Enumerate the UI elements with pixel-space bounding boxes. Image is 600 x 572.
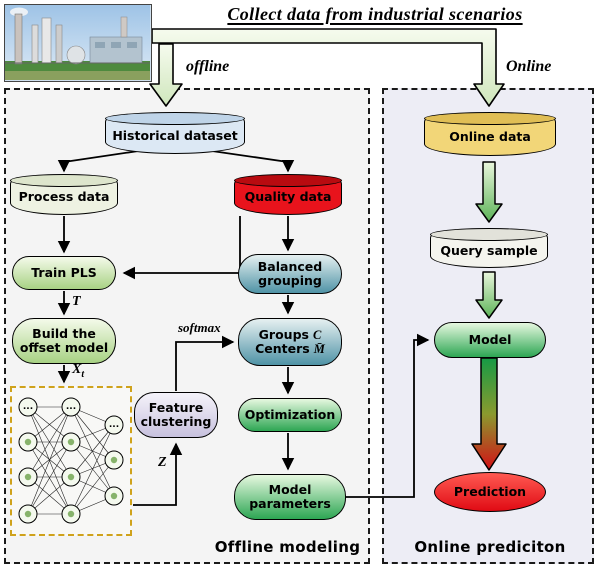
process-data-cylinder: Process data — [10, 174, 118, 215]
cylinder-top — [105, 112, 245, 125]
neural-network-box: ... ... ... — [10, 386, 132, 536]
groups-label: Groups — [258, 326, 309, 342]
model-parameters-node: Model parameters — [234, 474, 346, 520]
label-X-subscript: t — [81, 368, 85, 380]
figure-title: Collect data from industrial scenarios — [227, 4, 523, 24]
groups-symbol: C — [312, 327, 322, 342]
build-offset-model-node: Build the offset model — [12, 318, 116, 364]
feature-line1: Feature — [148, 399, 204, 415]
nn-node — [104, 415, 124, 435]
query-sample-label: Query sample — [440, 242, 538, 258]
train-pls-node: Train PLS — [12, 256, 116, 290]
online-data-cylinder: Online data — [424, 112, 556, 156]
optimization-node: Optimization — [238, 398, 342, 432]
industrial-plant-photo — [4, 4, 152, 82]
build-offset-line2: offset model — [19, 340, 109, 355]
centers-symbol: M̄ — [313, 342, 325, 356]
storage-tank — [66, 45, 86, 65]
nn-node — [61, 397, 81, 417]
model-label: Model — [468, 331, 512, 347]
quality-data-label: Quality data — [244, 189, 332, 205]
cylinder-top — [10, 174, 118, 187]
cylinder-top — [430, 228, 548, 241]
nn-node — [18, 397, 38, 417]
label-X-t: Xt — [72, 362, 84, 380]
neural-network-diagram: ... ... ... — [18, 397, 124, 524]
column-3 — [55, 24, 63, 64]
chimney — [14, 13, 23, 65]
nn-ellipsis-right: ... — [109, 420, 119, 430]
prediction-label: Prediction — [453, 483, 527, 499]
factory-illustration — [5, 5, 150, 80]
foreground — [5, 71, 150, 80]
online-branch-label: Online — [506, 58, 552, 75]
feature-clustering-node: Feature clustering — [134, 392, 218, 438]
model-parameters-line1: Model — [268, 481, 312, 497]
label-softmax: softmax — [178, 320, 221, 335]
model-node: Model — [434, 322, 546, 358]
window — [127, 42, 137, 48]
historical-dataset-cylinder: Historical dataset — [105, 112, 245, 154]
build-offset-line1: Build the — [32, 325, 96, 341]
label-Z: Z — [158, 455, 167, 470]
optimization-label: Optimization — [244, 406, 336, 422]
label-X: X — [72, 362, 82, 377]
balanced-grouping-node: Balanced grouping — [238, 254, 342, 294]
offline-panel-caption: Offline modeling — [214, 538, 361, 556]
column-2 — [41, 17, 52, 64]
balanced-line2: grouping — [258, 273, 322, 288]
column-1 — [31, 24, 39, 64]
chimney-2 — [120, 16, 128, 38]
nn-ellipsis-mid: ... — [66, 402, 76, 412]
feature-line2: clustering — [140, 414, 212, 429]
offline-branch-label: offline — [186, 58, 230, 75]
cylinder-top — [234, 174, 342, 187]
plant-building — [89, 36, 143, 64]
smoke — [10, 7, 28, 17]
model-parameters-line2: parameters — [249, 496, 331, 511]
window — [111, 42, 121, 48]
balanced-line1: Balanced — [257, 258, 323, 274]
quality-data-cylinder: Quality data — [234, 174, 342, 215]
window — [95, 42, 105, 48]
query-sample-cylinder: Query sample — [430, 228, 548, 268]
centers-label: Centers — [255, 341, 310, 356]
historical-dataset-label: Historical dataset — [112, 127, 238, 143]
process-data-label: Process data — [18, 189, 110, 205]
label-T: T — [72, 294, 81, 309]
train-pls-label: Train PLS — [31, 264, 97, 280]
nn-ellipsis-left: ... — [23, 402, 33, 412]
prediction-node: Prediction — [434, 472, 546, 512]
online-panel-caption: Online prediciton — [414, 538, 566, 556]
cylinder-top — [424, 112, 556, 125]
online-data-label: Online data — [449, 128, 531, 144]
